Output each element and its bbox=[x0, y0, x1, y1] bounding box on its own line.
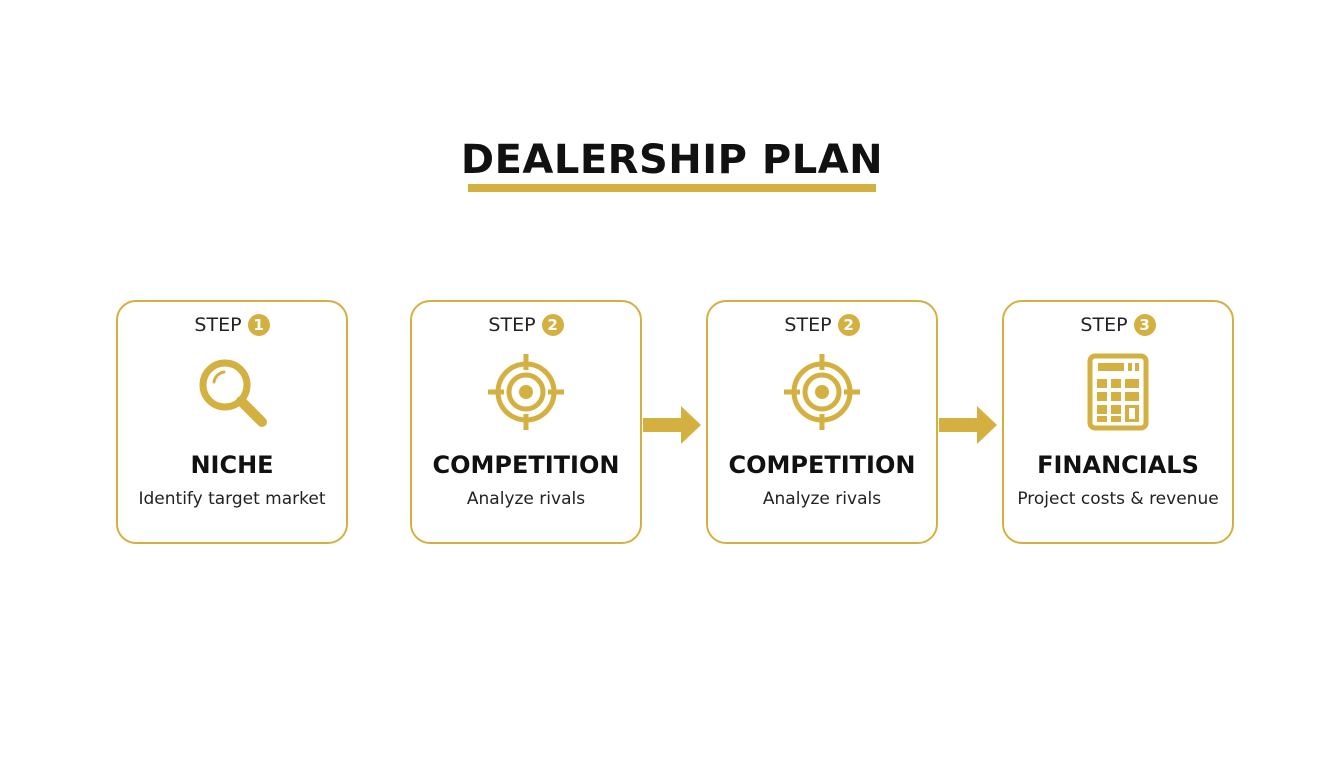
step-number-badge: 2 bbox=[837, 314, 860, 336]
flow-arrow-right bbox=[643, 404, 703, 446]
step-title: COMPETITION bbox=[432, 451, 620, 479]
step-description: Analyze rivals bbox=[466, 489, 586, 509]
step-card-competition-2: STEP 2 COMPETITION Analyze rivals bbox=[706, 300, 938, 544]
step-description: Identify target market bbox=[138, 489, 326, 509]
step-title: COMPETITION bbox=[728, 451, 916, 479]
target-icon bbox=[486, 352, 566, 432]
calculator-icon bbox=[1078, 352, 1158, 432]
step-description: Analyze rivals bbox=[762, 489, 882, 509]
step-number-badge: 3 bbox=[1133, 314, 1156, 336]
step-header: STEP 2 bbox=[708, 313, 936, 337]
target-icon bbox=[782, 352, 862, 432]
step-label: STEP bbox=[488, 314, 536, 336]
title-underline bbox=[468, 184, 876, 192]
step-header: STEP 3 bbox=[1004, 313, 1232, 337]
magnifying-glass-icon bbox=[192, 352, 272, 432]
step-number-badge: 2 bbox=[541, 314, 564, 336]
step-title: NICHE bbox=[190, 451, 274, 479]
flow-arrow-right bbox=[939, 404, 999, 446]
step-label: STEP bbox=[1080, 314, 1128, 336]
step-number-badge: 1 bbox=[247, 314, 270, 336]
diagram-title: DEALERSHIP PLAN bbox=[460, 137, 884, 183]
step-label: STEP bbox=[194, 314, 242, 336]
step-header: STEP 2 bbox=[412, 313, 640, 337]
step-card-niche: STEP 1 NICHE Identify target market bbox=[116, 300, 348, 544]
step-description: Project costs & revenue bbox=[1017, 489, 1219, 509]
step-card-financials: STEP 3 FINANCIALS bbox=[1002, 300, 1234, 544]
step-title: FINANCIALS bbox=[1037, 451, 1199, 479]
step-card-competition: STEP 2 COMPETITION Analyze rivals bbox=[410, 300, 642, 544]
step-label: STEP bbox=[784, 314, 832, 336]
step-header: STEP 1 bbox=[118, 313, 346, 337]
